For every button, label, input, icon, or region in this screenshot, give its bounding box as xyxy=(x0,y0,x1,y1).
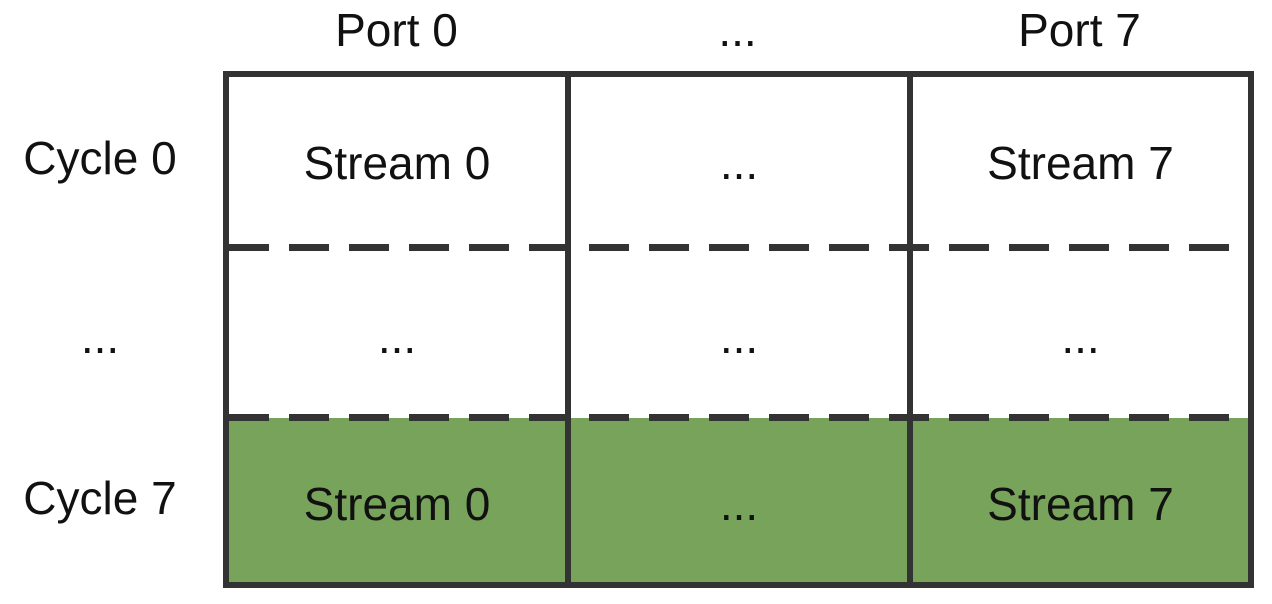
row-divider-dashed-2 xyxy=(229,414,1248,421)
cell-r2-c2: Stream 7 xyxy=(987,478,1174,530)
cell-r0-c0: Stream 0 xyxy=(303,137,491,189)
column-header-port-7: Port 7 xyxy=(1018,4,1141,56)
row-header-cycle-7: Cycle 7 xyxy=(23,472,177,524)
highlighted-row-cycle-7 xyxy=(229,418,1248,582)
cell-r0-c1: ... xyxy=(719,137,759,189)
cell-r1-c1: ... xyxy=(719,311,759,363)
schedule-grid: Stream 0 ... Stream 7 ... ... ... Stream… xyxy=(223,71,1254,588)
column-header-ellipsis: ... xyxy=(718,4,757,56)
cell-r1-c0: ... xyxy=(377,311,417,363)
cell-r2-c1: ... xyxy=(719,478,759,530)
column-header-port-0: Port 0 xyxy=(335,4,458,56)
row-header-ellipsis: ... xyxy=(80,311,120,363)
cell-r1-c2: ... xyxy=(1061,311,1100,363)
row-header-cycle-0: Cycle 0 xyxy=(23,132,177,184)
column-divider-2 xyxy=(907,77,913,582)
column-divider-1 xyxy=(565,77,571,582)
row-divider-dashed-1 xyxy=(229,244,1248,251)
cell-r0-c2: Stream 7 xyxy=(987,137,1174,189)
cell-r2-c0: Stream 0 xyxy=(303,478,491,530)
